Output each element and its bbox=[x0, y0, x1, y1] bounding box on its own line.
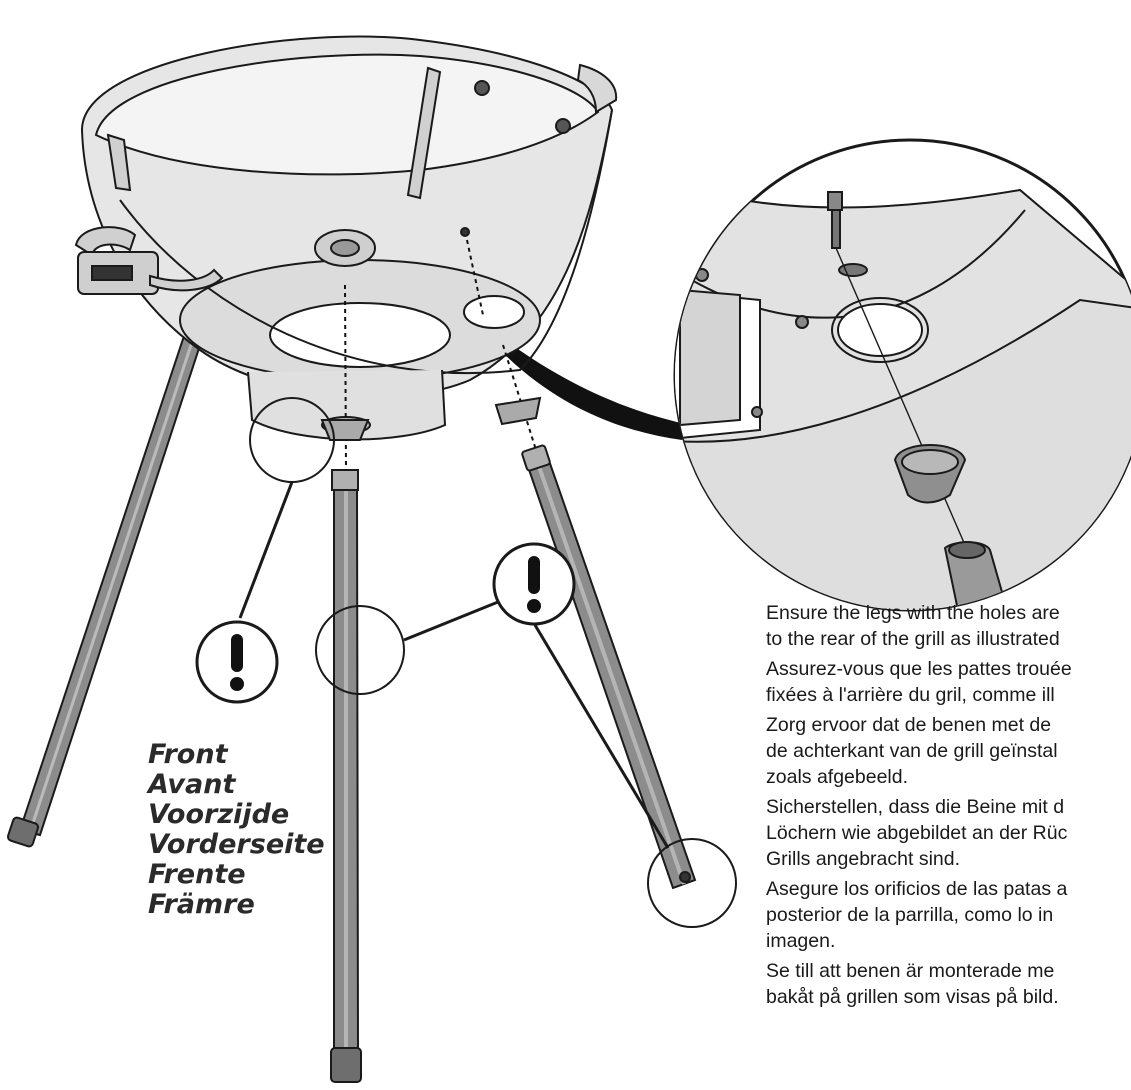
front-label: Voorzijde bbox=[148, 799, 290, 830]
instruction-sv: Se till att benen är monterade me bakåt … bbox=[766, 958, 1131, 1010]
exclamation-icon bbox=[195, 620, 279, 704]
instruction-line: Asegure los orificios de las patas a bbox=[766, 878, 1068, 900]
instruction-nl: Zorg ervoor dat de benen met de de achte… bbox=[766, 712, 1131, 790]
instruction-text: Ensure the legs with the holes are to th… bbox=[766, 600, 1131, 1014]
instruction-line: Se till att benen är monterade me bbox=[766, 960, 1055, 982]
detail-magnifier bbox=[673, 138, 1131, 612]
right-leg-top bbox=[521, 444, 551, 472]
warning-badges bbox=[195, 542, 576, 704]
instruction-line: zoals afgebeeld. bbox=[766, 766, 909, 788]
front-labels: Front Avant Voorzijde Vorderseite Frente… bbox=[148, 740, 388, 920]
callout-connector bbox=[500, 340, 690, 440]
instruction-line: Grills angebracht sind. bbox=[766, 848, 961, 870]
instruction-line: Löchern wie abgebildet an der Rüc bbox=[766, 822, 1068, 844]
instruction-line: Assurez-vous que les pattes trouée bbox=[766, 658, 1072, 680]
instruction-line: fixées à l'arrière du gril, comme ill bbox=[766, 684, 1055, 706]
instruction-en: Ensure the legs with the holes are to th… bbox=[766, 600, 1131, 652]
front-label: Främre bbox=[148, 889, 255, 920]
left-leg-foot bbox=[6, 816, 40, 848]
instruction-line: bakåt på grillen som visas på bild. bbox=[766, 986, 1059, 1008]
instruction-line: posterior de la parrilla, como lo in bbox=[766, 904, 1054, 926]
front-label: Avant bbox=[148, 769, 236, 800]
front-label: Front bbox=[148, 739, 228, 770]
instruction-fr: Assurez-vous que les pattes trouée fixée… bbox=[766, 656, 1131, 708]
leg-hole-circle-right bbox=[647, 838, 737, 928]
leg-cups bbox=[320, 396, 542, 441]
instruction-es: Asegure los orificios de las patas a pos… bbox=[766, 876, 1131, 954]
center-leg-foot bbox=[330, 1047, 362, 1083]
leg-hole-circle-left bbox=[315, 605, 405, 695]
front-label: Vorderseite bbox=[148, 829, 325, 860]
instruction-line: Zorg ervoor dat de benen met de bbox=[766, 714, 1052, 736]
instruction-de: Sicherstellen, dass die Beine mit d Löch… bbox=[766, 794, 1131, 872]
instruction-line: to the rear of the grill as illustrated bbox=[766, 628, 1060, 650]
highlight-circles bbox=[238, 397, 737, 928]
grill-bowl bbox=[74, 35, 618, 441]
instruction-line: de achterkant van de grill geïnstal bbox=[766, 740, 1058, 762]
center-leg-top bbox=[331, 469, 359, 491]
front-label: Frente bbox=[148, 859, 246, 890]
grill-legs bbox=[6, 328, 697, 1083]
exclamation-icon bbox=[492, 542, 576, 626]
instruction-line: imagen. bbox=[766, 930, 836, 952]
instruction-line: Sicherstellen, dass die Beine mit d bbox=[766, 796, 1065, 818]
instruction-line: Ensure the legs with the holes are bbox=[766, 602, 1060, 624]
